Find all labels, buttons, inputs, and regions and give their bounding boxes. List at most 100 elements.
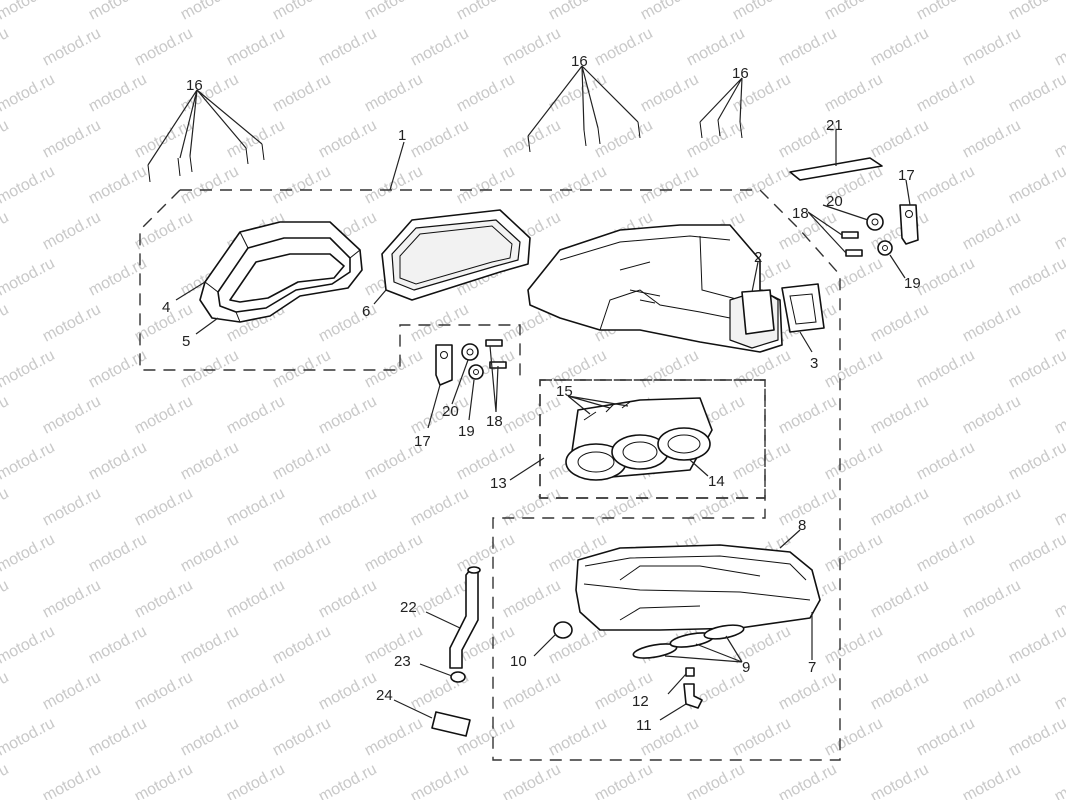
watermark-text: motod.ru [1052,117,1066,162]
watermark-text: motod.ru [500,25,564,70]
watermark-text: motod.ru [500,761,564,800]
watermark-text: motod.ru [86,623,150,668]
callout-10: 10 [510,653,527,670]
watermark-text: motod.ru [270,439,334,484]
watermark-text: motod.ru [454,0,518,24]
watermark-text: motod.ru [132,485,196,530]
watermark-text: motod.ru [178,347,242,392]
watermark-text: motod.ru [0,669,12,714]
watermark-text: motod.ru [730,347,794,392]
watermark-text: motod.ru [132,761,196,800]
watermark-text: motod.ru [960,25,1024,70]
watermark-text: motod.ru [868,117,932,162]
watermark-text: motod.ru [868,301,932,346]
callout-23: 23 [394,653,411,670]
watermark-text: motod.ru [914,623,978,668]
callout-22: 22 [400,599,417,616]
watermark-text: motod.ru [40,301,104,346]
callout-19a: 19 [904,275,921,292]
watermark-text: motod.ru [316,669,380,714]
intake-seals [741,283,825,335]
watermark-text: motod.ru [638,347,702,392]
watermark-text: motod.ru [0,0,58,24]
watermark-text: motod.ru [1052,669,1066,714]
watermark-text: motod.ru [224,25,288,70]
watermark-text: motod.ru [914,255,978,300]
watermark-text: motod.ru [638,163,702,208]
watermark-text: motod.ru [270,531,334,576]
bracket-set-right [841,204,919,257]
leader-lines [147,65,911,721]
watermark-text: motod.ru [0,577,12,622]
watermark-text: motod.ru [684,485,748,530]
watermark-text: motod.ru [914,439,978,484]
watermark-text: motod.ru [224,577,288,622]
watermark-text: motod.ru [362,347,426,392]
watermark-text: motod.ru [0,301,12,346]
callout-20b: 20 [442,403,459,420]
watermark-text: motod.ru [684,117,748,162]
hose-22 [449,566,481,669]
bracket-set-center [435,339,507,386]
watermark-text: motod.ru [592,117,656,162]
watermark-text: motod.ru [270,715,334,760]
callout-8: 8 [798,517,806,534]
drain-parts [683,667,703,709]
watermark-text: motod.ru [960,117,1024,162]
watermark-text: motod.ru [1052,301,1066,346]
watermark-text: motod.ru [40,485,104,530]
callout-15: 15 [556,383,573,400]
watermark-text: motod.ru [1052,577,1066,622]
air-filter-element [381,209,531,301]
watermark-text: motod.ru [40,25,104,70]
watermark-text: motod.ru [178,623,242,668]
watermark-text: motod.ru [454,531,518,576]
watermark-text: motod.ru [0,485,12,530]
watermark-text: motod.ru [0,393,12,438]
watermark-text: motod.ru [40,209,104,254]
watermark-text: motod.ru [454,439,518,484]
callout-12: 12 [632,693,649,710]
watermark-text: motod.ru [822,347,886,392]
watermark-text: motod.ru [638,71,702,116]
watermark-text: motod.ru [822,715,886,760]
callout-16b: 16 [571,53,588,70]
watermark-text: motod.ru [776,761,840,800]
watermark-text: motod.ru [1006,623,1066,668]
airbox-upper-housing [527,224,783,353]
callout-3: 3 [810,355,818,372]
watermark-text: motod.ru [822,255,886,300]
watermark-text: motod.ru [224,761,288,800]
watermark-text: motod.ru [1006,439,1066,484]
watermark-text: motod.ru [500,577,564,622]
airbox-frame-gasket [199,221,363,323]
watermark-text: motod.ru [730,715,794,760]
callout-21: 21 [826,117,843,134]
callout-24: 24 [376,687,393,704]
callout-7: 7 [808,659,816,676]
watermark-text: motod.ru [960,669,1024,714]
watermark-text: motod.ru [1052,209,1066,254]
watermark-text: motod.ru [730,163,794,208]
watermark-text: motod.ru [316,117,380,162]
watermark-text: motod.ru [0,163,58,208]
watermark-text: motod.ru [0,117,12,162]
watermark-text: motod.ru [546,163,610,208]
watermark-text: motod.ru [1006,347,1066,392]
watermark-text: motod.ru [132,669,196,714]
watermark-text: motod.ru [316,485,380,530]
watermark-text: motod.ru [362,715,426,760]
callout-6: 6 [362,303,370,320]
callout-labels: 16 16 16 1 21 17 20 18 19 2 3 4 5 6 17 2… [162,53,921,734]
watermark-text: motod.ru [270,71,334,116]
watermark-text: motod.ru [178,715,242,760]
watermark-text: motod.ru [0,623,58,668]
watermark-text: motod.ru [684,761,748,800]
watermark-text: motod.ru [960,761,1024,800]
watermark-text: motod.ru [454,71,518,116]
watermark-text: motod.ru [1006,0,1066,24]
callout-20a: 20 [826,193,843,210]
watermark-text: motod.ru [362,163,426,208]
watermark-text: motod.ru [960,577,1024,622]
watermark-text: motod.ru [362,531,426,576]
